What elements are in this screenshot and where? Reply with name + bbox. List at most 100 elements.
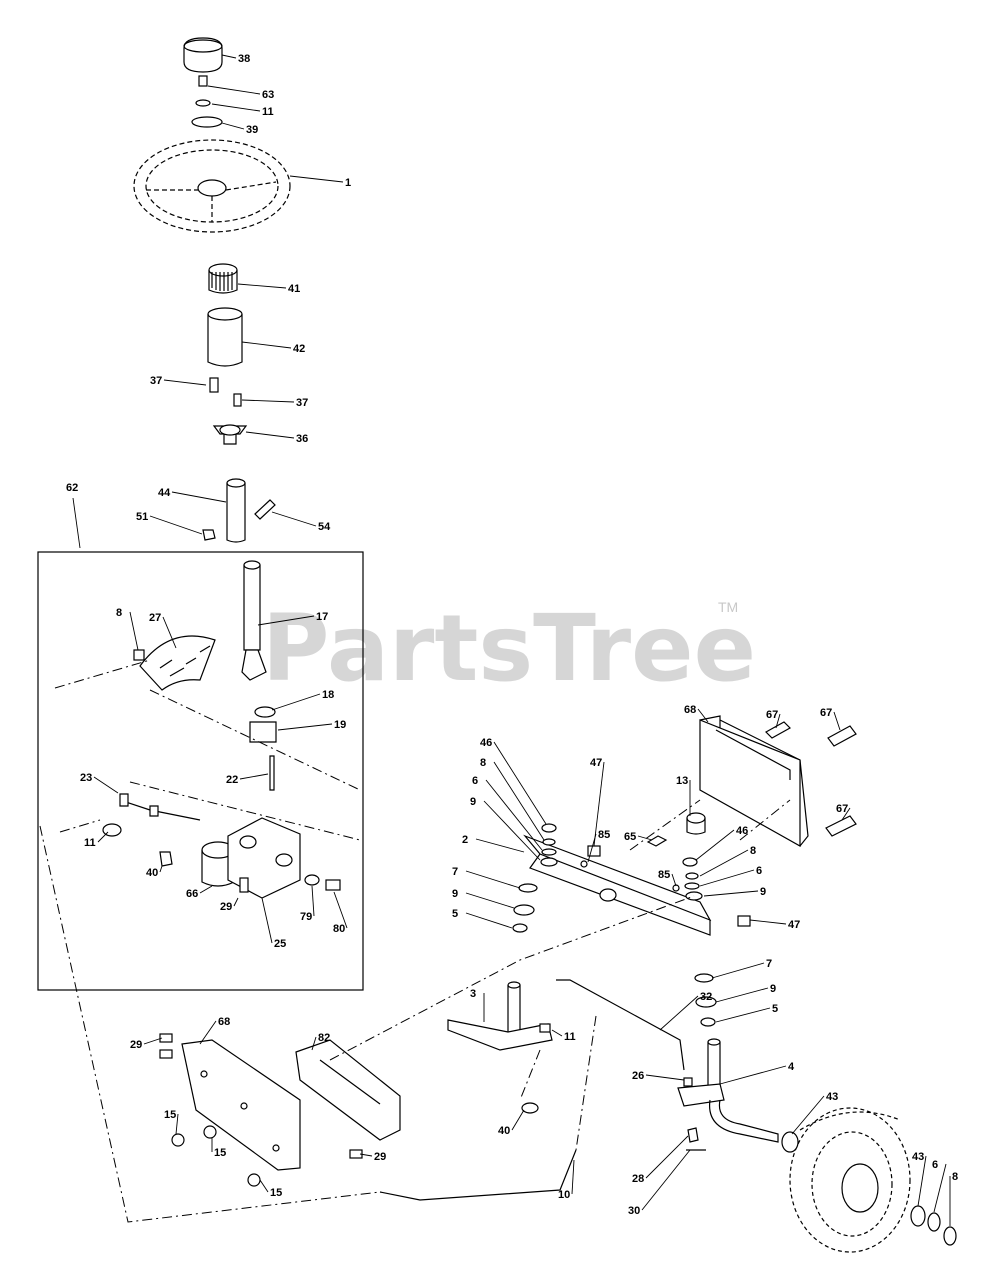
callout-c22: 22: [226, 774, 238, 786]
drag-link-10: [379, 1149, 577, 1201]
leader-c9a: [483, 800, 541, 861]
bolt-80: [325, 879, 341, 891]
dash-line-b: [59, 781, 361, 841]
leader-c10: [571, 1159, 575, 1195]
nut-51: [202, 529, 216, 541]
leader-62: [72, 497, 81, 549]
leader-c11b: [97, 831, 109, 843]
callout-c11c: 11: [564, 1031, 576, 1043]
leader-c66: [199, 885, 213, 894]
callout-c38: 38: [238, 53, 250, 65]
watermark-trademark: TM: [718, 599, 738, 615]
bracket-82: [295, 1039, 401, 1141]
bolt-67-b: [827, 725, 857, 747]
pin-28: [687, 1127, 699, 1143]
callout-c17: 17: [316, 611, 328, 623]
cap-46-left: [541, 823, 557, 833]
bushing-43-inner: [781, 1131, 799, 1153]
inset-box-62: [37, 551, 364, 991]
callout-c8a: 8: [116, 607, 122, 619]
callout-c7a: 7: [452, 866, 458, 878]
clip-8-wheel: [943, 1226, 957, 1246]
steering-cap-38: [183, 37, 223, 73]
leader-c67b: [833, 711, 841, 731]
leader-c67c: [841, 807, 851, 821]
callout-c42: 42: [293, 343, 305, 355]
leader-c9c: [465, 892, 515, 909]
callout-c6c: 6: [932, 1159, 938, 1171]
callout-c18: 18: [322, 689, 334, 701]
leader-c43a: [791, 1095, 825, 1135]
steering-wheel-1: [133, 139, 291, 233]
leader-c39: [221, 122, 245, 130]
callout-c66: 66: [186, 888, 198, 900]
leader-c22: [239, 773, 269, 780]
drag-link-32: [556, 979, 685, 1071]
callout-c62: 62: [66, 482, 78, 494]
leader-c9d: [715, 987, 769, 1003]
leader-c26: [645, 1074, 685, 1081]
bracket-19: [249, 721, 277, 743]
callout-c19: 19: [334, 719, 346, 731]
callout-c13: 13: [676, 775, 688, 787]
washer-18: [254, 706, 276, 718]
fitting-47-right: [737, 915, 751, 927]
nut-15-a: [171, 1133, 185, 1147]
leader-c5a: [465, 912, 513, 929]
dash-connector-axle: [329, 895, 695, 1061]
leader-c6b: [699, 869, 755, 887]
leader-c41: [237, 283, 287, 289]
callout-c40b: 40: [498, 1125, 510, 1137]
leader-c47a: [593, 761, 605, 847]
pin-26: [683, 1077, 693, 1087]
leader-c15a: [175, 1113, 179, 1135]
leader-c44: [171, 491, 227, 503]
callout-c46a: 46: [480, 737, 492, 749]
leader-c36: [245, 431, 295, 439]
leader-c85a: [587, 833, 597, 863]
callout-c26: 26: [632, 1070, 644, 1082]
leader-c29c: [359, 1153, 373, 1157]
leader-c65: [637, 835, 653, 841]
callout-c68b: 68: [218, 1016, 230, 1028]
callout-c1: 1: [345, 177, 351, 189]
leader-c80: [333, 891, 348, 929]
callout-c8b: 8: [480, 757, 486, 769]
callout-c51: 51: [136, 511, 148, 523]
nut-15-b: [203, 1125, 217, 1139]
callout-c15c: 15: [270, 1187, 282, 1199]
callout-c67b: 67: [820, 707, 832, 719]
leader-c51: [149, 515, 203, 535]
screw-37-right: [233, 393, 242, 407]
leader-c27: [162, 616, 177, 649]
leader-c8b: [493, 761, 545, 841]
callout-c30: 30: [628, 1205, 640, 1217]
callout-c9c: 9: [452, 888, 458, 900]
bearing-9-left-top: [540, 857, 558, 867]
callout-c5a: 5: [452, 908, 458, 920]
leader-c37a: [163, 379, 207, 386]
leader-c8c: [699, 849, 749, 877]
bushing-36: [212, 424, 248, 445]
dash-connector-link: [519, 1015, 597, 1151]
callout-c9b: 9: [760, 886, 766, 898]
bushing-43-outer: [910, 1205, 926, 1227]
callout-c28: 28: [632, 1173, 644, 1185]
leader-c42: [241, 341, 292, 349]
callout-c4: 4: [788, 1061, 795, 1073]
leader-c7b: [711, 962, 765, 979]
callout-c5b: 5: [772, 1003, 778, 1015]
leader-c32: [659, 995, 699, 1031]
leader-c30: [641, 1149, 691, 1211]
screw-37-left: [209, 377, 219, 393]
callout-c46b: 46: [736, 825, 748, 837]
leader-c79: [311, 885, 315, 917]
leader-c40b: [511, 1109, 525, 1131]
leader-c85b: [671, 873, 677, 887]
washer-7-right: [694, 973, 714, 983]
callout-c79: 79: [300, 911, 312, 923]
bolt-54: [254, 499, 276, 520]
bracket-25: [227, 817, 301, 899]
steering-tube-42: [207, 307, 243, 367]
leader-c37b: [241, 399, 295, 403]
